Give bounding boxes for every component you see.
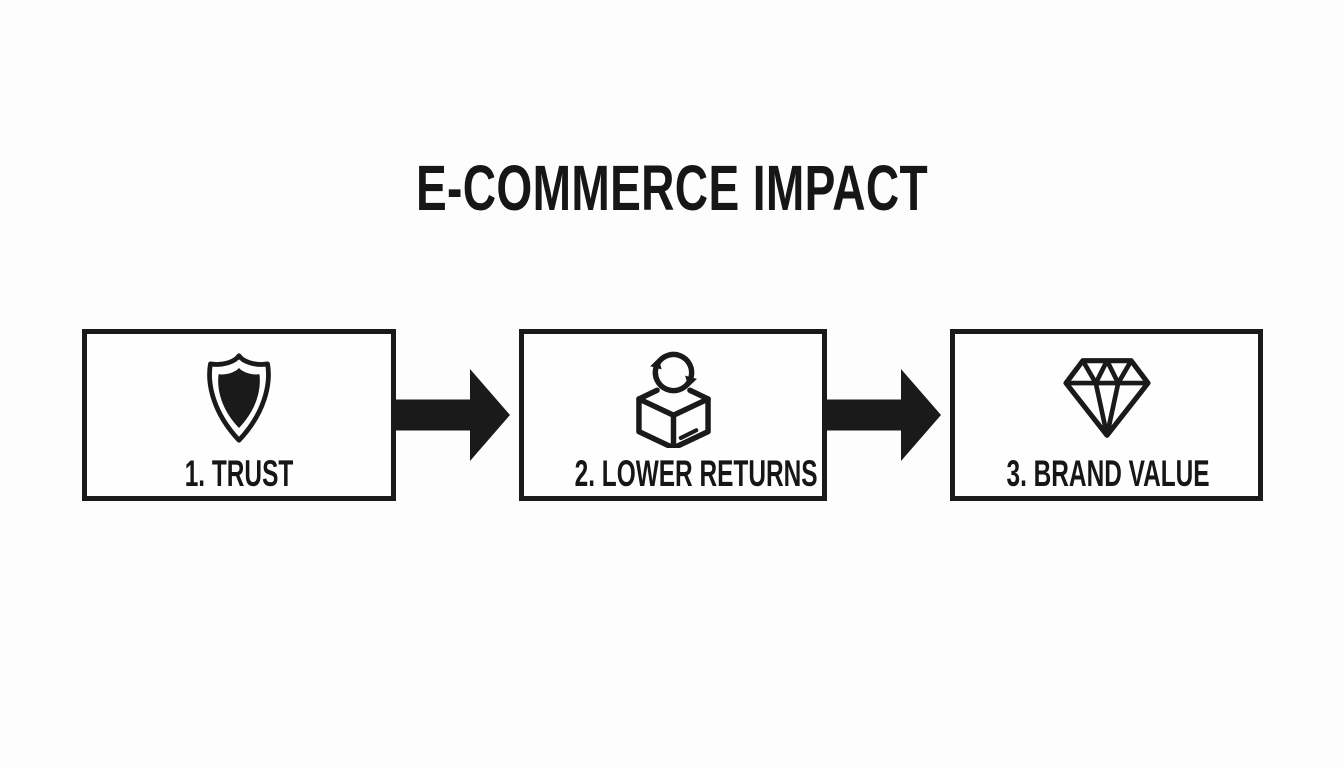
flow-diagram: 1. TRUST xyxy=(82,329,1263,501)
step-label-trust: 1. TRUST xyxy=(184,453,294,494)
returns-cycle-box-icon xyxy=(626,346,721,450)
step-box-brand-value: 3. BRAND VALUE xyxy=(950,329,1263,501)
step-box-lower-returns: 2. LOWER RETURNS xyxy=(519,329,827,501)
page-title: E-COMMERCE IMPACT xyxy=(415,152,929,224)
connector-2 xyxy=(827,329,950,501)
shield-icon xyxy=(205,346,273,450)
step-label-brand-value: 3. BRAND VALUE xyxy=(1006,453,1210,494)
step-label-lower-returns: 2. LOWER RETURNS xyxy=(574,453,818,494)
diamond-icon xyxy=(1062,346,1152,450)
connector-1 xyxy=(396,329,519,501)
step-box-trust: 1. TRUST xyxy=(82,329,396,501)
arrow-right-icon xyxy=(827,369,941,461)
arrow-right-icon xyxy=(396,369,510,461)
